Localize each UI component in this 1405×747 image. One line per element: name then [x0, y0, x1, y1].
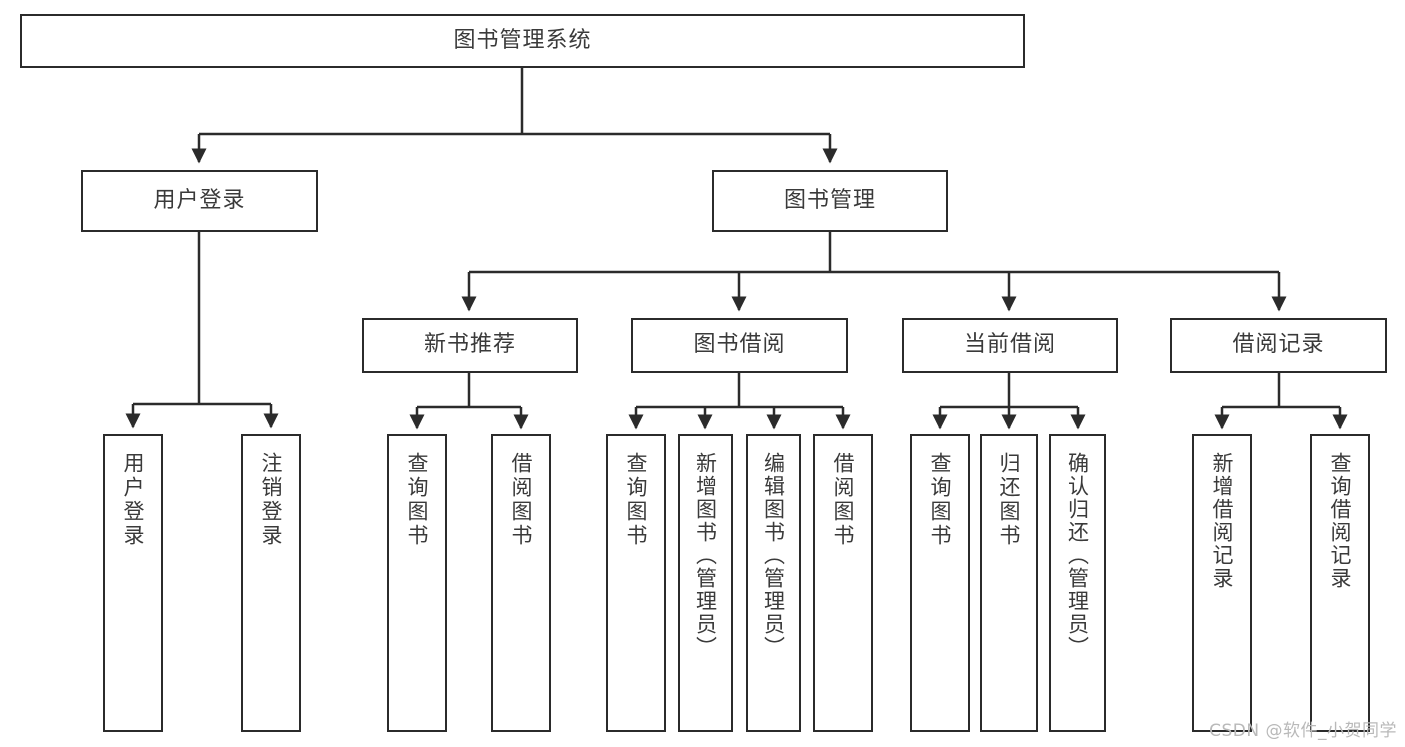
leaf-logout-label: 注销登录 [259, 452, 284, 548]
leaf-bb-edit-book-label: 编辑图书（管理员） [761, 452, 786, 659]
node-book-borrow[interactable]: 图书借阅 [631, 318, 848, 373]
node-current-borrow[interactable]: 当前借阅 [902, 318, 1118, 373]
node-root-label: 图书管理系统 [453, 27, 592, 53]
leaf-user-login[interactable]: 用户登录 [103, 434, 163, 732]
leaf-br-query-record[interactable]: 查询借阅记录 [1310, 434, 1370, 732]
leaf-nb-query-book[interactable]: 查询图书 [387, 434, 447, 732]
leaf-bb-query-book[interactable]: 查询图书 [606, 434, 666, 732]
leaf-cb-return-book-label: 归还图书 [997, 452, 1022, 548]
node-book-manage-label: 图书管理 [783, 187, 876, 213]
leaf-user-login-label: 用户登录 [121, 452, 146, 548]
leaf-cb-query-book[interactable]: 查询图书 [910, 434, 970, 732]
leaf-bb-add-book[interactable]: 新增图书（管理员） [678, 434, 733, 732]
node-new-book-recommend[interactable]: 新书推荐 [362, 318, 578, 373]
leaf-bb-add-book-label: 新增图书（管理员） [693, 452, 718, 659]
node-current-borrow-label: 当前借阅 [963, 332, 1056, 358]
leaf-br-add-record-label: 新增借阅记录 [1210, 452, 1235, 590]
leaf-cb-confirm-return-label: 确认归还（管理员） [1065, 452, 1090, 659]
node-user-login-label: 用户登录 [153, 187, 246, 213]
node-borrow-record-label: 借阅记录 [1232, 332, 1325, 358]
leaf-logout[interactable]: 注销登录 [241, 434, 301, 732]
node-book-manage[interactable]: 图书管理 [712, 170, 948, 232]
node-new-book-recommend-label: 新书推荐 [423, 332, 516, 358]
node-root[interactable]: 图书管理系统 [20, 14, 1025, 68]
leaf-bb-edit-book[interactable]: 编辑图书（管理员） [746, 434, 801, 732]
leaf-cb-confirm-return[interactable]: 确认归还（管理员） [1049, 434, 1106, 732]
leaf-nb-query-book-label: 查询图书 [405, 452, 430, 548]
leaf-bb-query-book-label: 查询图书 [624, 452, 649, 548]
leaf-cb-return-book[interactable]: 归还图书 [980, 434, 1038, 732]
leaf-cb-query-book-label: 查询图书 [928, 452, 953, 548]
leaf-br-add-record[interactable]: 新增借阅记录 [1192, 434, 1252, 732]
node-book-borrow-label: 图书借阅 [693, 332, 786, 358]
leaf-nb-borrow-book[interactable]: 借阅图书 [491, 434, 551, 732]
leaf-bb-borrow-book-label: 借阅图书 [831, 452, 856, 548]
leaf-nb-borrow-book-label: 借阅图书 [509, 452, 534, 548]
node-borrow-record[interactable]: 借阅记录 [1170, 318, 1387, 373]
leaf-br-query-record-label: 查询借阅记录 [1328, 452, 1353, 590]
csdn-watermark: CSDN @软件_小贺同学 [1209, 721, 1397, 741]
leaf-bb-borrow-book[interactable]: 借阅图书 [813, 434, 873, 732]
node-user-login[interactable]: 用户登录 [81, 170, 318, 232]
